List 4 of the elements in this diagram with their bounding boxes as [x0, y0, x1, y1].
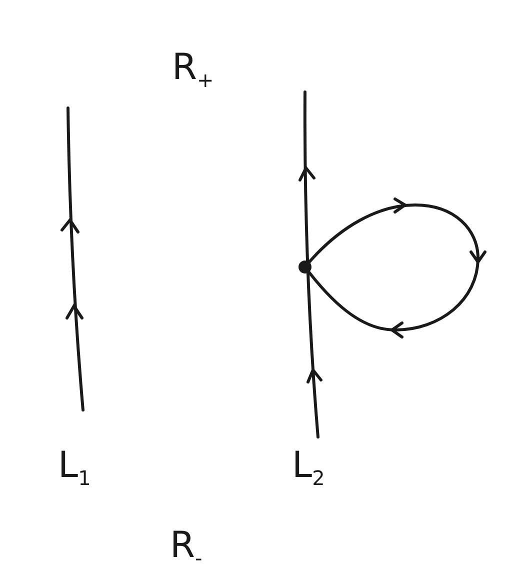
curve-label: L$_{1}$: [58, 448, 91, 488]
region-label: R$_{-}$: [170, 528, 202, 568]
curve-label: L$_{2}$: [292, 448, 325, 488]
region-label: R$_{+}$: [172, 50, 214, 90]
